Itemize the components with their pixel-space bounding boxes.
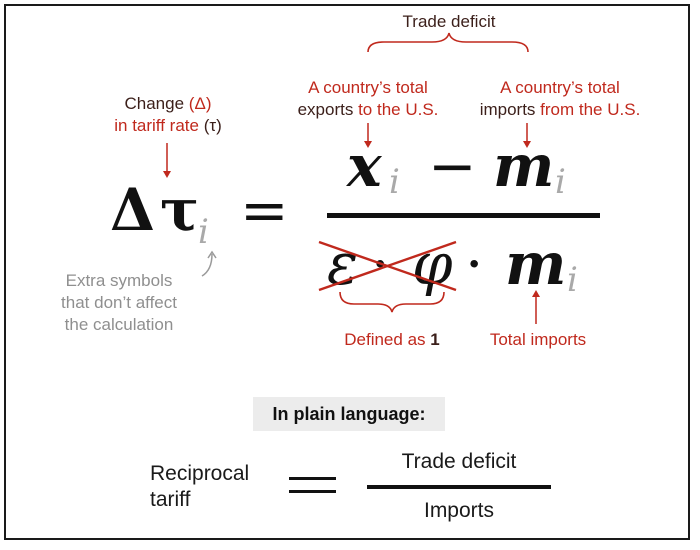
exports-word: exports [297, 100, 354, 119]
extra-symbols-note: Extra symbols that don’t affect the calc… [34, 270, 204, 336]
change-annotation-line2: in tariff rate (τ) [88, 115, 248, 137]
plain-equals-bottom [289, 490, 336, 493]
equals-sign: = [240, 176, 289, 244]
imports-annotation: A country’s total imports from the U.S. [465, 77, 655, 121]
change-arrow [163, 143, 171, 178]
x-subscript-i: i [389, 162, 400, 202]
extra-note-line3: the calculation [64, 315, 174, 334]
plain-numerator: Trade deficit [401, 450, 517, 473]
m-denominator-subscript-i: i [567, 260, 578, 300]
dot-operator-2: · [465, 230, 484, 298]
tau-subscript-i: i [198, 212, 209, 252]
variable-epsilon: ε [327, 230, 359, 298]
change-annotation: Change (Δ) in tariff rate (τ) [88, 93, 248, 137]
plain-lhs-line2: tariff [150, 488, 191, 511]
imports-annotation-line2: imports from the U.S. [465, 99, 655, 121]
variable-m-numerator: m [493, 132, 555, 200]
diagram-frame [4, 4, 690, 540]
plain-lhs: Reciprocal tariff [150, 461, 270, 513]
trade-deficit-brace [367, 32, 529, 53]
tariff-rate-words: in tariff rate [114, 116, 199, 135]
imports-arrow [523, 123, 531, 148]
total-imports-arrow [532, 290, 540, 324]
exports-arrow [364, 123, 372, 148]
defined-as-label: Defined as 1 [322, 329, 462, 351]
plain-equals-top [289, 477, 336, 480]
exports-annotation: A country’s total exports to the U.S. [283, 77, 453, 121]
defined-as-words: Defined as [344, 330, 426, 349]
exports-to-us: to the U.S. [358, 100, 439, 119]
minus-sign: − [428, 132, 477, 200]
imports-from-us: from the U.S. [540, 100, 641, 119]
exports-annotation-line1: A country’s total [308, 78, 428, 97]
tau-symbol: τ [160, 176, 200, 244]
delta-symbol-label: (Δ) [188, 94, 212, 113]
extra-symbols-arrow [201, 250, 217, 277]
variable-x: x [347, 132, 382, 200]
plain-language-title: In plain language: [272, 404, 426, 424]
extra-note-line2: that don’t affect [61, 293, 177, 312]
variable-m-denominator: m [505, 230, 567, 298]
defined-as-brace [339, 291, 445, 313]
fraction-bar [327, 213, 600, 218]
change-annotation-line1: Change (Δ) [88, 93, 248, 115]
cross-out-mark [318, 240, 457, 292]
defined-as-value: 1 [430, 330, 440, 349]
extra-note-line1: Extra symbols [65, 271, 173, 290]
plain-denominator: Imports [423, 499, 494, 522]
plain-language-box [253, 397, 445, 431]
plain-fraction-bar [367, 485, 551, 489]
total-imports-label: Total imports [489, 330, 587, 349]
imports-annotation-line1: A country’s total [500, 78, 620, 97]
trade-deficit-label: Trade deficit [402, 12, 496, 31]
delta-symbol: Δ [110, 176, 156, 244]
imports-word: imports [479, 100, 536, 119]
plain-lhs-line1: Reciprocal [150, 462, 250, 485]
change-word: Change [124, 94, 185, 113]
tau-symbol-label: (τ) [203, 116, 222, 135]
m-numerator-subscript-i: i [555, 162, 566, 202]
exports-annotation-line2: exports to the U.S. [283, 99, 453, 121]
